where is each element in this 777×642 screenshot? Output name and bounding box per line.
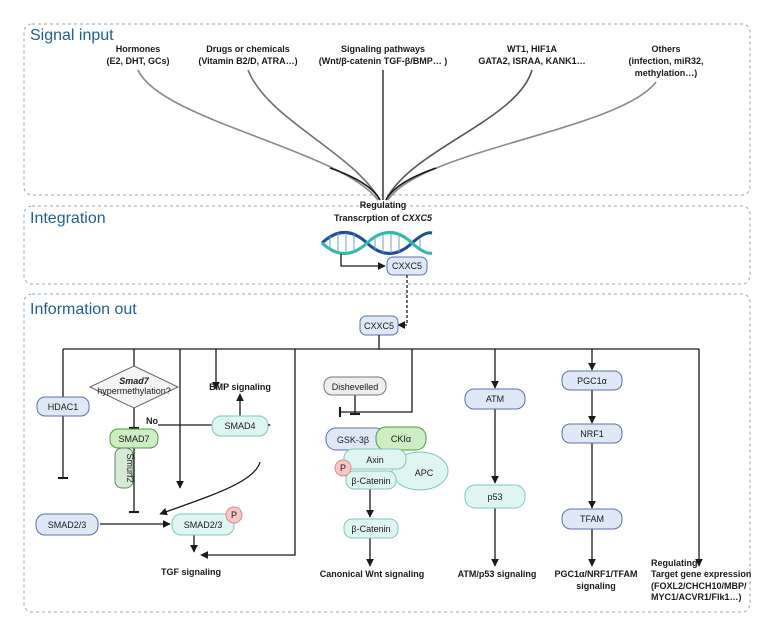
svg-text:(FOXL2/CHCH10/MBP/: (FOXL2/CHCH10/MBP/: [651, 581, 747, 591]
cxxc5-gene-label: CXXC5: [392, 261, 422, 271]
smad7-label: SMAD7: [118, 434, 149, 444]
smad7-question-gene: Smad7: [119, 376, 150, 386]
tfam-node: [561, 508, 623, 530]
smad7-hypermethylation-decision: [88, 365, 180, 409]
svg-text:methylation…): methylation…): [635, 68, 698, 78]
integration-frame: [23, 205, 751, 285]
bcatenin-node-bottom: [343, 518, 399, 539]
p53-label: p53: [487, 492, 502, 502]
svg-text:(infection, miR32,: (infection, miR32,: [628, 56, 703, 66]
dishevelled-label: Dishevelled: [332, 382, 379, 392]
apc-label: APC: [415, 468, 434, 478]
input-signaling-pathways: Signaling pathways (Wnt/β-catenin TGF-β/…: [319, 44, 447, 66]
smad23-phospho-badge: [225, 506, 243, 524]
svg-text:Signaling pathways: Signaling pathways: [341, 44, 425, 54]
svg-text:(E2, DHT, GCs): (E2, DHT, GCs): [106, 56, 169, 66]
cxxc5-dashed-arrow: [397, 275, 408, 329]
input-hormones: Hormones (E2, DHT, GCs): [106, 44, 169, 66]
input-drugs: Drugs or chemicals (Vitamin B2/D, ATRA…): [198, 44, 297, 66]
input-genes: WT1, HIF1A GATA2, ISRAA, KANK1…: [478, 44, 585, 66]
input-converging-lines: [137, 69, 657, 201]
smad23-node-left: [35, 513, 99, 536]
svg-text:GATA2, ISRAA, KANK1…: GATA2, ISRAA, KANK1…: [478, 56, 585, 66]
signal-input-title: Signal input: [30, 27, 114, 44]
bcatenin-phospho-badge: [334, 459, 352, 477]
axin-node: [343, 448, 407, 470]
hdac1-node: [36, 396, 90, 417]
smad23-phospho-label: P: [231, 510, 237, 520]
pgc-signaling-label-1: PGC1α/NRF1/TFAM: [554, 569, 637, 579]
axin-label: Axin: [366, 455, 384, 465]
smad23-node-right: [171, 513, 235, 536]
dna-icon: [320, 231, 433, 255]
svg-text:Others: Others: [651, 44, 680, 54]
smad4-label: SMAD4: [224, 421, 255, 431]
hdac1-label: HDAC1: [48, 402, 79, 412]
pgc-signaling-label-2: signaling: [576, 581, 616, 591]
svg-text:Drugs or chemicals: Drugs or chemicals: [206, 44, 290, 54]
information-out-title: Information out: [30, 301, 137, 318]
output-bus: [63, 335, 699, 350]
target-gene-expression-label: Regulating Target gene expression (FOXL2…: [651, 558, 751, 602]
no-label: No: [146, 416, 158, 426]
atm-p53-signaling-label: ATM/p53 signaling: [458, 569, 537, 579]
p53-node: [464, 484, 526, 509]
signal-input-frame: [23, 23, 751, 196]
bcatenin-label-bottom: β-Catenin: [351, 524, 390, 534]
svg-text:(Wnt/β-catenin TGF-β/BMP… ): (Wnt/β-catenin TGF-β/BMP… ): [319, 56, 447, 66]
bcatenin-label-top: β-Catenin: [351, 476, 390, 486]
svg-text:WT1, HIF1A: WT1, HIF1A: [507, 44, 558, 54]
smad7-question-rest: hypermethylation?: [97, 386, 171, 396]
bcatenin-node-top: [345, 470, 397, 490]
smad7-node: [109, 428, 159, 449]
pgc1a-node: [561, 370, 623, 391]
information-out-frame: [23, 293, 751, 613]
atm-node: [464, 388, 526, 410]
dishevelled-node: [323, 376, 387, 396]
svg-text:Hormones: Hormones: [116, 44, 161, 54]
nrf1-node: [561, 423, 623, 444]
transcription-label: Transcrption of CXXC5: [334, 213, 433, 223]
gsk3b-label: GSK-3β: [337, 435, 369, 445]
smad23-label-right: SMAD2/3: [184, 520, 223, 530]
wnt-branch-wires: [338, 349, 413, 567]
ck1a-label: CKIα: [391, 434, 411, 444]
smurf2-node: [114, 447, 134, 489]
smad4-node: [211, 415, 269, 437]
input-others: Others (infection, miR32, methylation…): [628, 44, 703, 78]
cxxc5-protein-label: CXXC5: [364, 321, 394, 331]
tgf-signaling-label: TGF signaling: [161, 567, 221, 577]
bmp-signaling-label: BMP signaling: [209, 382, 271, 392]
bcatenin-phospho-label: P: [340, 463, 346, 473]
svg-text:(Vitamin B2/D, ATRA…): (Vitamin B2/D, ATRA…): [198, 56, 297, 66]
integration-title: Integration: [30, 210, 106, 227]
svg-text:Regulating: Regulating: [651, 558, 698, 568]
smad23-label-left: SMAD2/3: [48, 520, 87, 530]
svg-text:MYC1/ACVR1/Flk1…): MYC1/ACVR1/Flk1…): [651, 592, 742, 602]
nrf1-label: NRF1: [580, 429, 604, 439]
smurf2-label: Smurf2: [125, 453, 135, 482]
tfam-label: TFAM: [580, 514, 604, 524]
transcription-arrow: [340, 254, 386, 270]
atm-label: ATM: [486, 394, 504, 404]
regulating-label: Regulating: [360, 200, 407, 210]
canonical-wnt-label: Canonical Wnt signaling: [320, 569, 425, 579]
svg-text:Target gene expression: Target gene expression: [651, 569, 751, 579]
pgc1a-label: PGC1α: [577, 376, 607, 386]
